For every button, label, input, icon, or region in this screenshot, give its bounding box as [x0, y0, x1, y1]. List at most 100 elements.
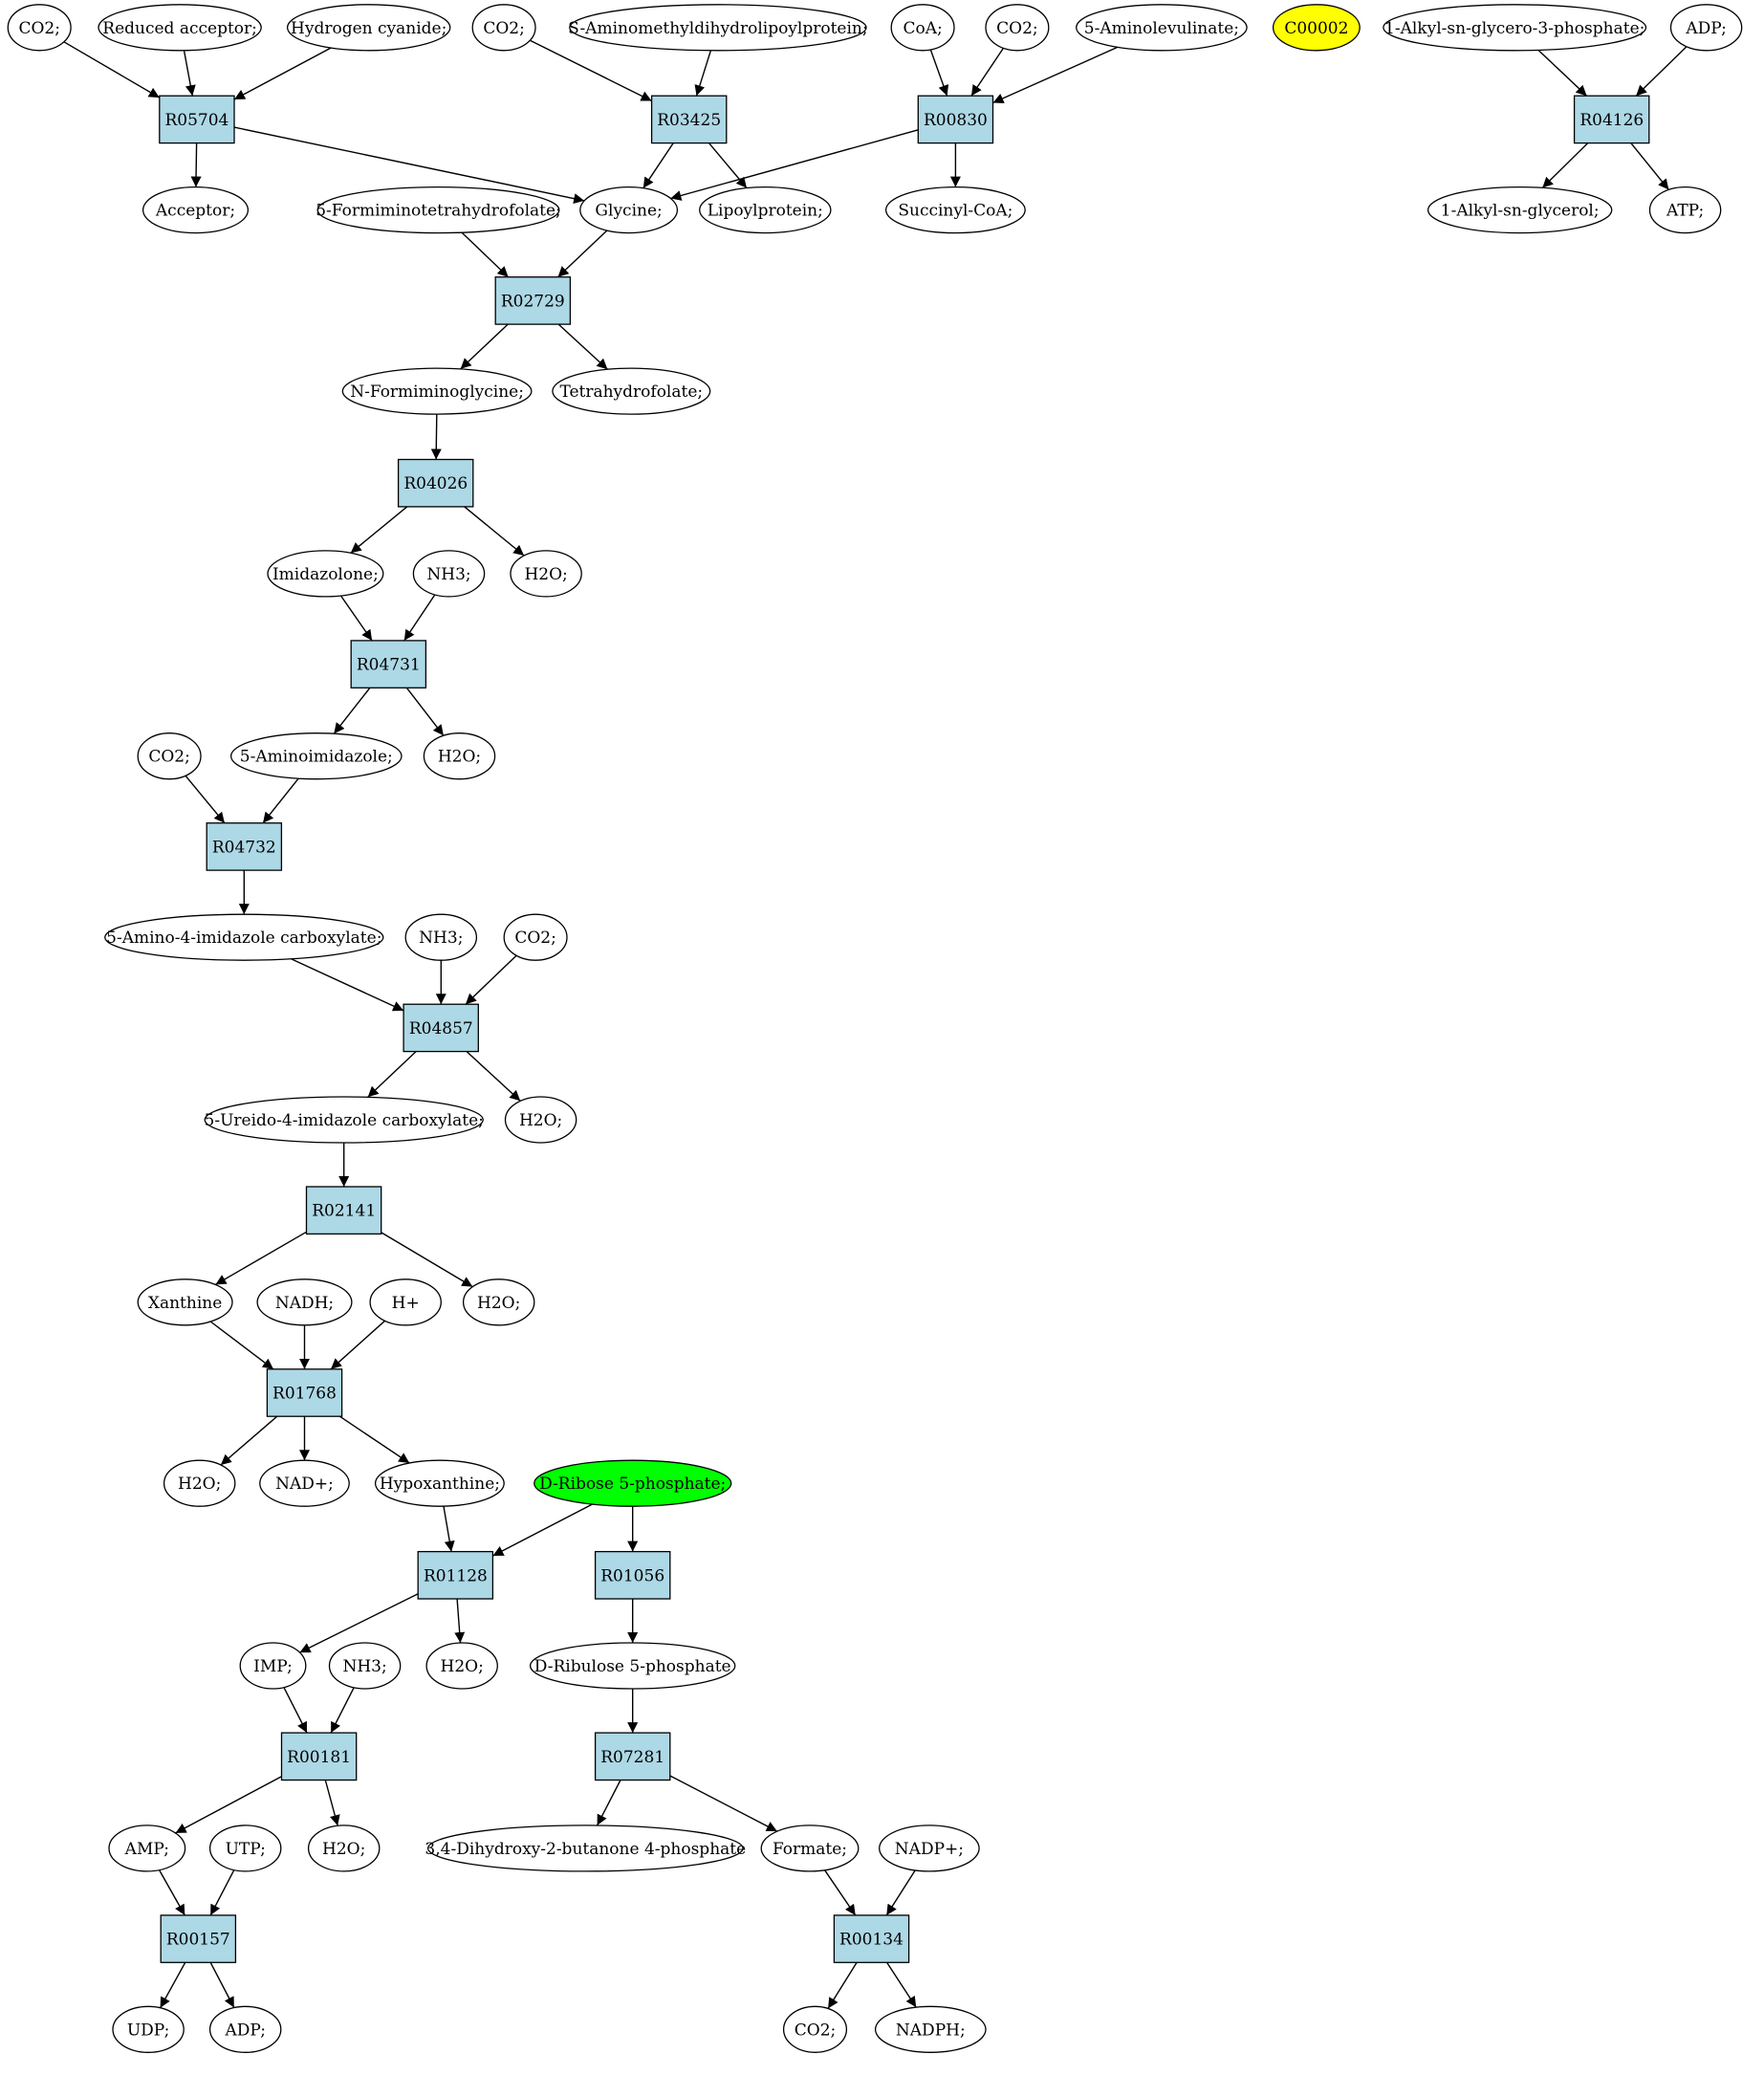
edge-r_R00181-to-c_h2o_g — [324, 1780, 340, 1826]
compound-label: H2O; — [178, 1475, 221, 1494]
compound-node-c_co2_e[interactable]: CO2; — [503, 913, 568, 961]
compound-node-c_glycine[interactable]: Glycine; — [579, 186, 679, 234]
compound-node-c_hypox[interactable]: Hypoxanthine; — [374, 1459, 505, 1507]
edge-c_co2_e-to-r_R04857 — [465, 954, 517, 1005]
compound-node-c_nadpplus[interactable]: NADP+; — [879, 1825, 980, 1872]
reaction-node-r_R07281[interactable]: R07281 — [594, 1732, 671, 1781]
compound-node-c_co2_d[interactable]: CO2; — [137, 732, 202, 780]
compound-node-c_formate[interactable]: Formate; — [760, 1825, 860, 1872]
compound-node-c_nh3_a[interactable]: NH3; — [412, 550, 486, 598]
reaction-node-r_R04026[interactable]: R04026 — [397, 458, 474, 508]
compound-node-c_adp_b[interactable]: ADP; — [208, 2005, 282, 2053]
compound-node-c_5ala[interactable]: 5-Aminolevulinate; — [1076, 4, 1248, 52]
compound-label: NH3; — [342, 1657, 386, 1676]
compound-node-c_xanthine[interactable]: Xanthine — [137, 1278, 233, 1326]
compound-ellipse — [579, 186, 679, 234]
compound-ellipse — [529, 1642, 736, 1690]
reaction-label: R02141 — [312, 1202, 376, 1221]
reaction-label: R05704 — [164, 111, 229, 130]
reaction-node-r_R01128[interactable]: R01128 — [417, 1550, 494, 1600]
compound-node-c_udp[interactable]: UDP; — [112, 2005, 185, 2053]
reaction-node-r_R04731[interactable]: R04731 — [350, 640, 427, 688]
reaction-node-r_R01768[interactable]: R01768 — [266, 1368, 343, 1417]
compound-node-c_nadplus[interactable]: NAD+; — [259, 1459, 350, 1507]
compound-node-c_alkylg[interactable]: 1-Alkyl-sn-glycerol; — [1426, 186, 1613, 234]
compound-node-c_h2o_a[interactable]: H2O; — [510, 550, 582, 598]
reaction-node-r_R00134[interactable]: R00134 — [833, 1914, 910, 1963]
compound-node-c_hcn[interactable]: Hydrogen cyanide; — [286, 4, 451, 52]
compound-node-c_5a4ic[interactable]: 5-Amino-4-imidazole carboxylate; — [104, 913, 384, 961]
compound-node-c_h2o_g[interactable]: H2O; — [307, 1825, 381, 1872]
compound-node-c_h2o_d[interactable]: H2O; — [462, 1278, 535, 1326]
compound-node-c_lipoyl[interactable]: Lipoylprotein; — [699, 186, 832, 234]
compound-node-c_imidazolone[interactable]: Imidazolone; — [267, 550, 384, 598]
compound-ellipse — [985, 4, 1050, 52]
compound-ellipse — [163, 1459, 236, 1507]
compound-node-c_h2o_f[interactable]: H2O; — [425, 1642, 498, 1690]
compound-node-c_h2o_c[interactable]: H2O; — [504, 1096, 577, 1144]
compound-node-c_dhbp[interactable]: 3,4-Dihydroxy-2-butanone 4-phosphate — [425, 1825, 746, 1872]
reaction-node-r_R02729[interactable]: R02729 — [494, 276, 572, 325]
compound-node-c_amp[interactable]: AMP; — [108, 1825, 186, 1872]
compound-node-c_dr5p[interactable]: D-Ribose 5-phosphate; — [534, 1459, 732, 1507]
edge-r_R04126-to-c_atp — [1630, 142, 1669, 190]
edge-r_R04026-to-c_imidazolone — [350, 506, 408, 554]
edge-c_nfgly-to-r_R04026 — [430, 414, 442, 460]
reaction-node-r_R00181[interactable]: R00181 — [280, 1732, 358, 1781]
compound-node-c_dru5p[interactable]: D-Ribulose 5-phosphate — [529, 1642, 736, 1690]
compound-node-c_redacc[interactable]: Reduced acceptor; — [98, 4, 262, 52]
reaction-node-r_R00830[interactable]: R00830 — [917, 95, 994, 144]
compound-label: H2O; — [477, 1294, 520, 1313]
compound-ellipse — [369, 1278, 442, 1326]
compound-node-c_c00002[interactable]: C00002 — [1272, 4, 1361, 52]
compound-node-c_samdl[interactable]: S-Aminomethyldihydrolipoylprotein; — [568, 4, 868, 52]
compound-node-c_adp_a[interactable]: ADP; — [1669, 4, 1743, 52]
compound-ellipse — [425, 1642, 498, 1690]
compound-node-c_nh3_b[interactable]: NH3; — [404, 913, 478, 961]
reaction-node-r_R04126[interactable]: R04126 — [1573, 95, 1650, 144]
compound-ellipse — [98, 4, 262, 52]
compound-node-c_h2o_e[interactable]: H2O; — [163, 1459, 236, 1507]
compound-node-c_nadph[interactable]: NADPH; — [874, 2005, 987, 2053]
reaction-label: R00181 — [287, 1748, 351, 1767]
compound-node-c_succoa[interactable]: Succinyl-CoA; — [884, 186, 1026, 234]
compound-label: NADPH; — [896, 2021, 966, 2040]
compound-node-c_hplus[interactable]: H+ — [369, 1278, 442, 1326]
compound-node-c_5u4ic[interactable]: 5-Ureido-4-imidazole carboxylate; — [205, 1096, 484, 1144]
compound-node-c_thf[interactable]: Tetrahydrofolate; — [552, 367, 711, 415]
reaction-node-r_R00157[interactable]: R00157 — [160, 1914, 237, 1963]
reaction-node-r_R04857[interactable]: R04857 — [403, 1003, 479, 1053]
compound-node-c_5aimid[interactable]: 5-Aminoimidazole; — [229, 732, 403, 780]
compound-node-c_co2_f[interactable]: CO2; — [782, 2005, 848, 2053]
compound-ellipse — [782, 2005, 848, 2053]
edge-c_glycine-to-r_R02729 — [557, 229, 608, 278]
compound-node-c_utp[interactable]: UTP; — [208, 1825, 282, 1872]
compound-label: C00002 — [1284, 19, 1348, 38]
reaction-label: R04126 — [1579, 111, 1644, 130]
compound-label: AMP; — [124, 1840, 169, 1859]
compound-node-c_imp[interactable]: IMP; — [239, 1642, 307, 1690]
compound-node-c_5fthf[interactable]: 5-Formiminotetrahydrofolate; — [316, 186, 561, 234]
compound-label: S-Aminomethyldihydrolipoylprotein; — [568, 19, 867, 38]
compound-node-c_co2_c[interactable]: CO2; — [985, 4, 1050, 52]
reaction-node-r_R01056[interactable]: R01056 — [594, 1550, 671, 1600]
compound-node-c_acceptor[interactable]: Acceptor; — [142, 186, 250, 234]
compound-node-c_nfgly[interactable]: N-Formiminoglycine; — [341, 367, 533, 415]
compound-label: H2O; — [322, 1840, 365, 1859]
compound-node-c_alkylg3p[interactable]: 1-Alkyl-sn-glycero-3-phosphate; — [1383, 4, 1647, 52]
compound-node-c_atp[interactable]: ATP; — [1648, 186, 1722, 234]
compound-node-c_h2o_b[interactable]: H2O; — [423, 732, 496, 780]
reaction-node-r_R05704[interactable]: R05704 — [159, 95, 235, 144]
reaction-node-r_R03425[interactable]: R03425 — [650, 95, 728, 144]
compound-label: CoA; — [903, 19, 942, 38]
compound-label: 5-Amino-4-imidazole carboxylate; — [106, 929, 381, 948]
reaction-box — [494, 276, 572, 325]
compound-node-c_co2_a[interactable]: CO2; — [7, 4, 72, 52]
compound-node-c_co2_b[interactable]: CO2; — [471, 4, 536, 52]
compound-ellipse — [1383, 4, 1647, 52]
reaction-node-r_R02141[interactable]: R02141 — [305, 1186, 382, 1235]
compound-node-c_nadh[interactable]: NADH; — [256, 1278, 353, 1326]
compound-node-c_coa[interactable]: CoA; — [890, 4, 955, 52]
reaction-node-r_R04732[interactable]: R04732 — [206, 822, 283, 871]
compound-node-c_nh3_c[interactable]: NH3; — [328, 1642, 402, 1690]
